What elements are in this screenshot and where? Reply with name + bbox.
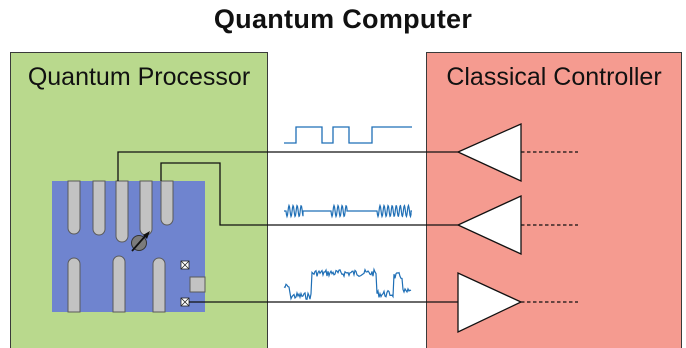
bottom-electrode xyxy=(152,257,166,313)
quantum-chip xyxy=(52,180,206,313)
top-electrode xyxy=(160,180,174,226)
square-pulse-icon xyxy=(284,126,412,144)
top-electrode xyxy=(92,180,106,236)
control-wire xyxy=(160,162,458,226)
bottom-electrode xyxy=(67,257,81,313)
readout-amplifier-icon xyxy=(457,271,523,334)
classical-controller-label: Classical Controller xyxy=(446,63,662,91)
microwave-burst-icon xyxy=(284,203,412,219)
driver-amplifier-icon xyxy=(456,194,522,256)
reservoir-electrode xyxy=(189,276,206,293)
top-electrode xyxy=(139,180,153,236)
qubit-spin-icon xyxy=(131,231,150,252)
noisy-readout-icon xyxy=(283,267,412,301)
bottom-electrode xyxy=(112,255,126,313)
contact-pad-icon xyxy=(180,260,190,270)
control-wire xyxy=(117,151,458,181)
quantum-processor-label: Quantum Processor xyxy=(27,63,251,91)
diagram-title: Quantum Computer xyxy=(213,4,473,34)
top-electrode xyxy=(67,180,81,235)
driver-amplifier-icon xyxy=(456,122,522,183)
top-electrode xyxy=(115,180,129,243)
contact-pad-icon xyxy=(180,297,190,307)
